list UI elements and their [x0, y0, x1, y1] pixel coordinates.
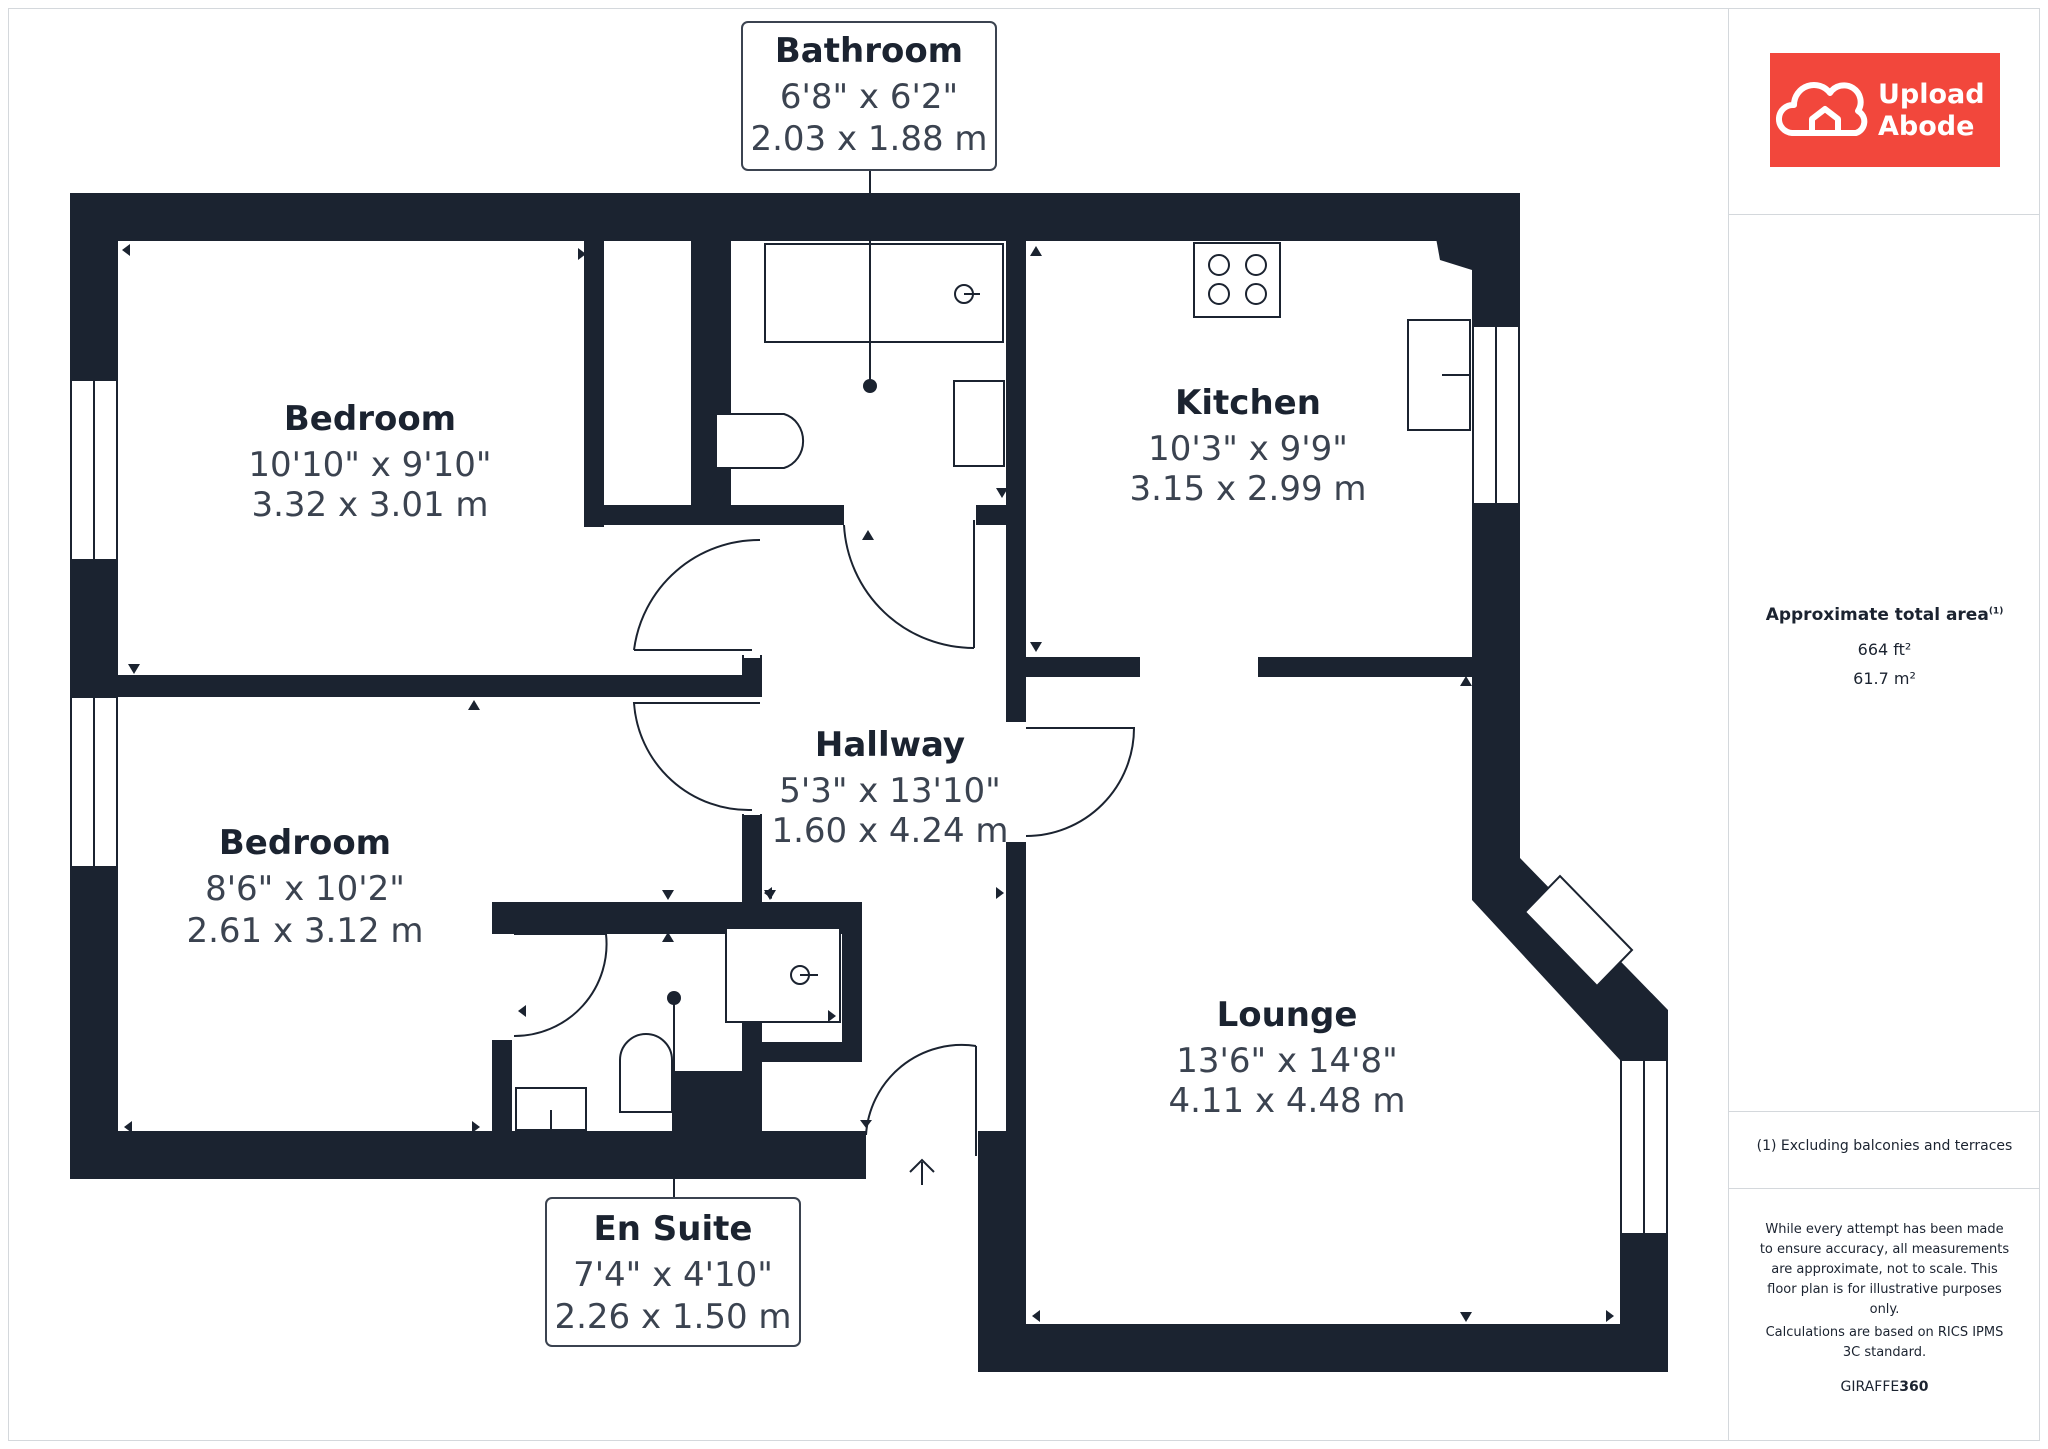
logo-line-1: Upload — [1878, 79, 1985, 110]
bathroom-label-box — [741, 21, 997, 171]
area-label-text: Approximate total area — [1765, 605, 1989, 625]
divider — [1729, 1111, 2040, 1112]
cloud-house-icon — [1775, 82, 1868, 136]
giraffe360-brand: GIRAFFE360 — [1729, 1379, 2040, 1395]
room-labels: Bathroom 6'8" x 6'2" 2.03 x 1.88 m Bedro… — [186, 31, 1405, 1337]
area-label: Approximate total area(1) — [1729, 605, 2040, 625]
bathroom-imperial: 6'8" x 6'2" — [780, 77, 958, 117]
brand-bold: 360 — [1899, 1379, 1929, 1395]
ensuite-label-box — [545, 1197, 801, 1347]
dimension-markers — [122, 244, 1614, 1322]
brand-light: GIRAFFE — [1840, 1379, 1900, 1395]
area-imperial: 664 ft² — [1857, 640, 1912, 659]
hallway-name: Hallway — [815, 725, 965, 765]
ensuite-imperial: 7'4" x 4'10" — [573, 1255, 773, 1295]
area-note-marker: (1) — [1988, 606, 2004, 617]
disclaimer: While every attempt has been made to ens… — [1759, 1222, 2010, 1317]
ensuite-leader-dot — [667, 991, 681, 1005]
logo-line-2: Abode — [1878, 111, 1975, 142]
bedroom1-imperial: 10'10" x 9'10" — [248, 445, 491, 485]
windows — [70, 325, 1668, 1235]
wardrobe — [591, 265, 599, 490]
lounge-name: Lounge — [1217, 995, 1358, 1035]
footnote: (1) Excluding balconies and terraces — [1756, 1138, 2013, 1154]
bathroom-name: Bathroom — [775, 31, 963, 71]
kitchen-metric: 3.15 x 2.99 m — [1129, 469, 1366, 509]
info-sidebar: Upload Abode Approximate total area(1) 6… — [1728, 8, 2040, 1441]
ensuite-name: En Suite — [594, 1209, 753, 1249]
lounge-metric: 4.11 x 4.48 m — [1168, 1081, 1405, 1121]
kitchen-name: Kitchen — [1175, 383, 1321, 423]
bedroom2-metric: 2.61 x 3.12 m — [186, 911, 423, 951]
calculations-note: Calculations are based on RICS IPMS 3C s… — [1765, 1325, 2004, 1360]
area-metric: 61.7 m² — [1853, 669, 1916, 688]
floor-plan: Bathroom 6'8" x 6'2" 2.03 x 1.88 m Bedro… — [70, 21, 1668, 1372]
walls — [70, 193, 1668, 1372]
kitchen-imperial: 10'3" x 9'9" — [1148, 429, 1348, 469]
hallway-metric: 1.60 x 4.24 m — [771, 811, 1008, 851]
leader-lines — [673, 170, 935, 1198]
bedroom1-metric: 3.32 x 3.01 m — [251, 485, 488, 525]
fixtures — [515, 242, 1471, 1131]
page-frame — [8, 8, 2040, 1441]
logo-wordmark: Upload Abode — [1878, 79, 1985, 143]
bathroom-metric: 2.03 x 1.88 m — [750, 119, 987, 159]
lounge-imperial: 13'6" x 14'8" — [1176, 1041, 1398, 1081]
bedroom2-name: Bedroom — [219, 823, 391, 863]
bathroom-leader-dot — [863, 379, 877, 393]
upload-abode-logo: Upload Abode — [1770, 53, 2000, 167]
divider — [1729, 1188, 2040, 1189]
bedroom1-name: Bedroom — [284, 399, 456, 439]
hallway-imperial: 5'3" x 13'10" — [779, 771, 1001, 811]
divider — [1729, 214, 2040, 215]
bedroom2-imperial: 8'6" x 10'2" — [205, 869, 405, 909]
ensuite-metric: 2.26 x 1.50 m — [554, 1297, 791, 1337]
